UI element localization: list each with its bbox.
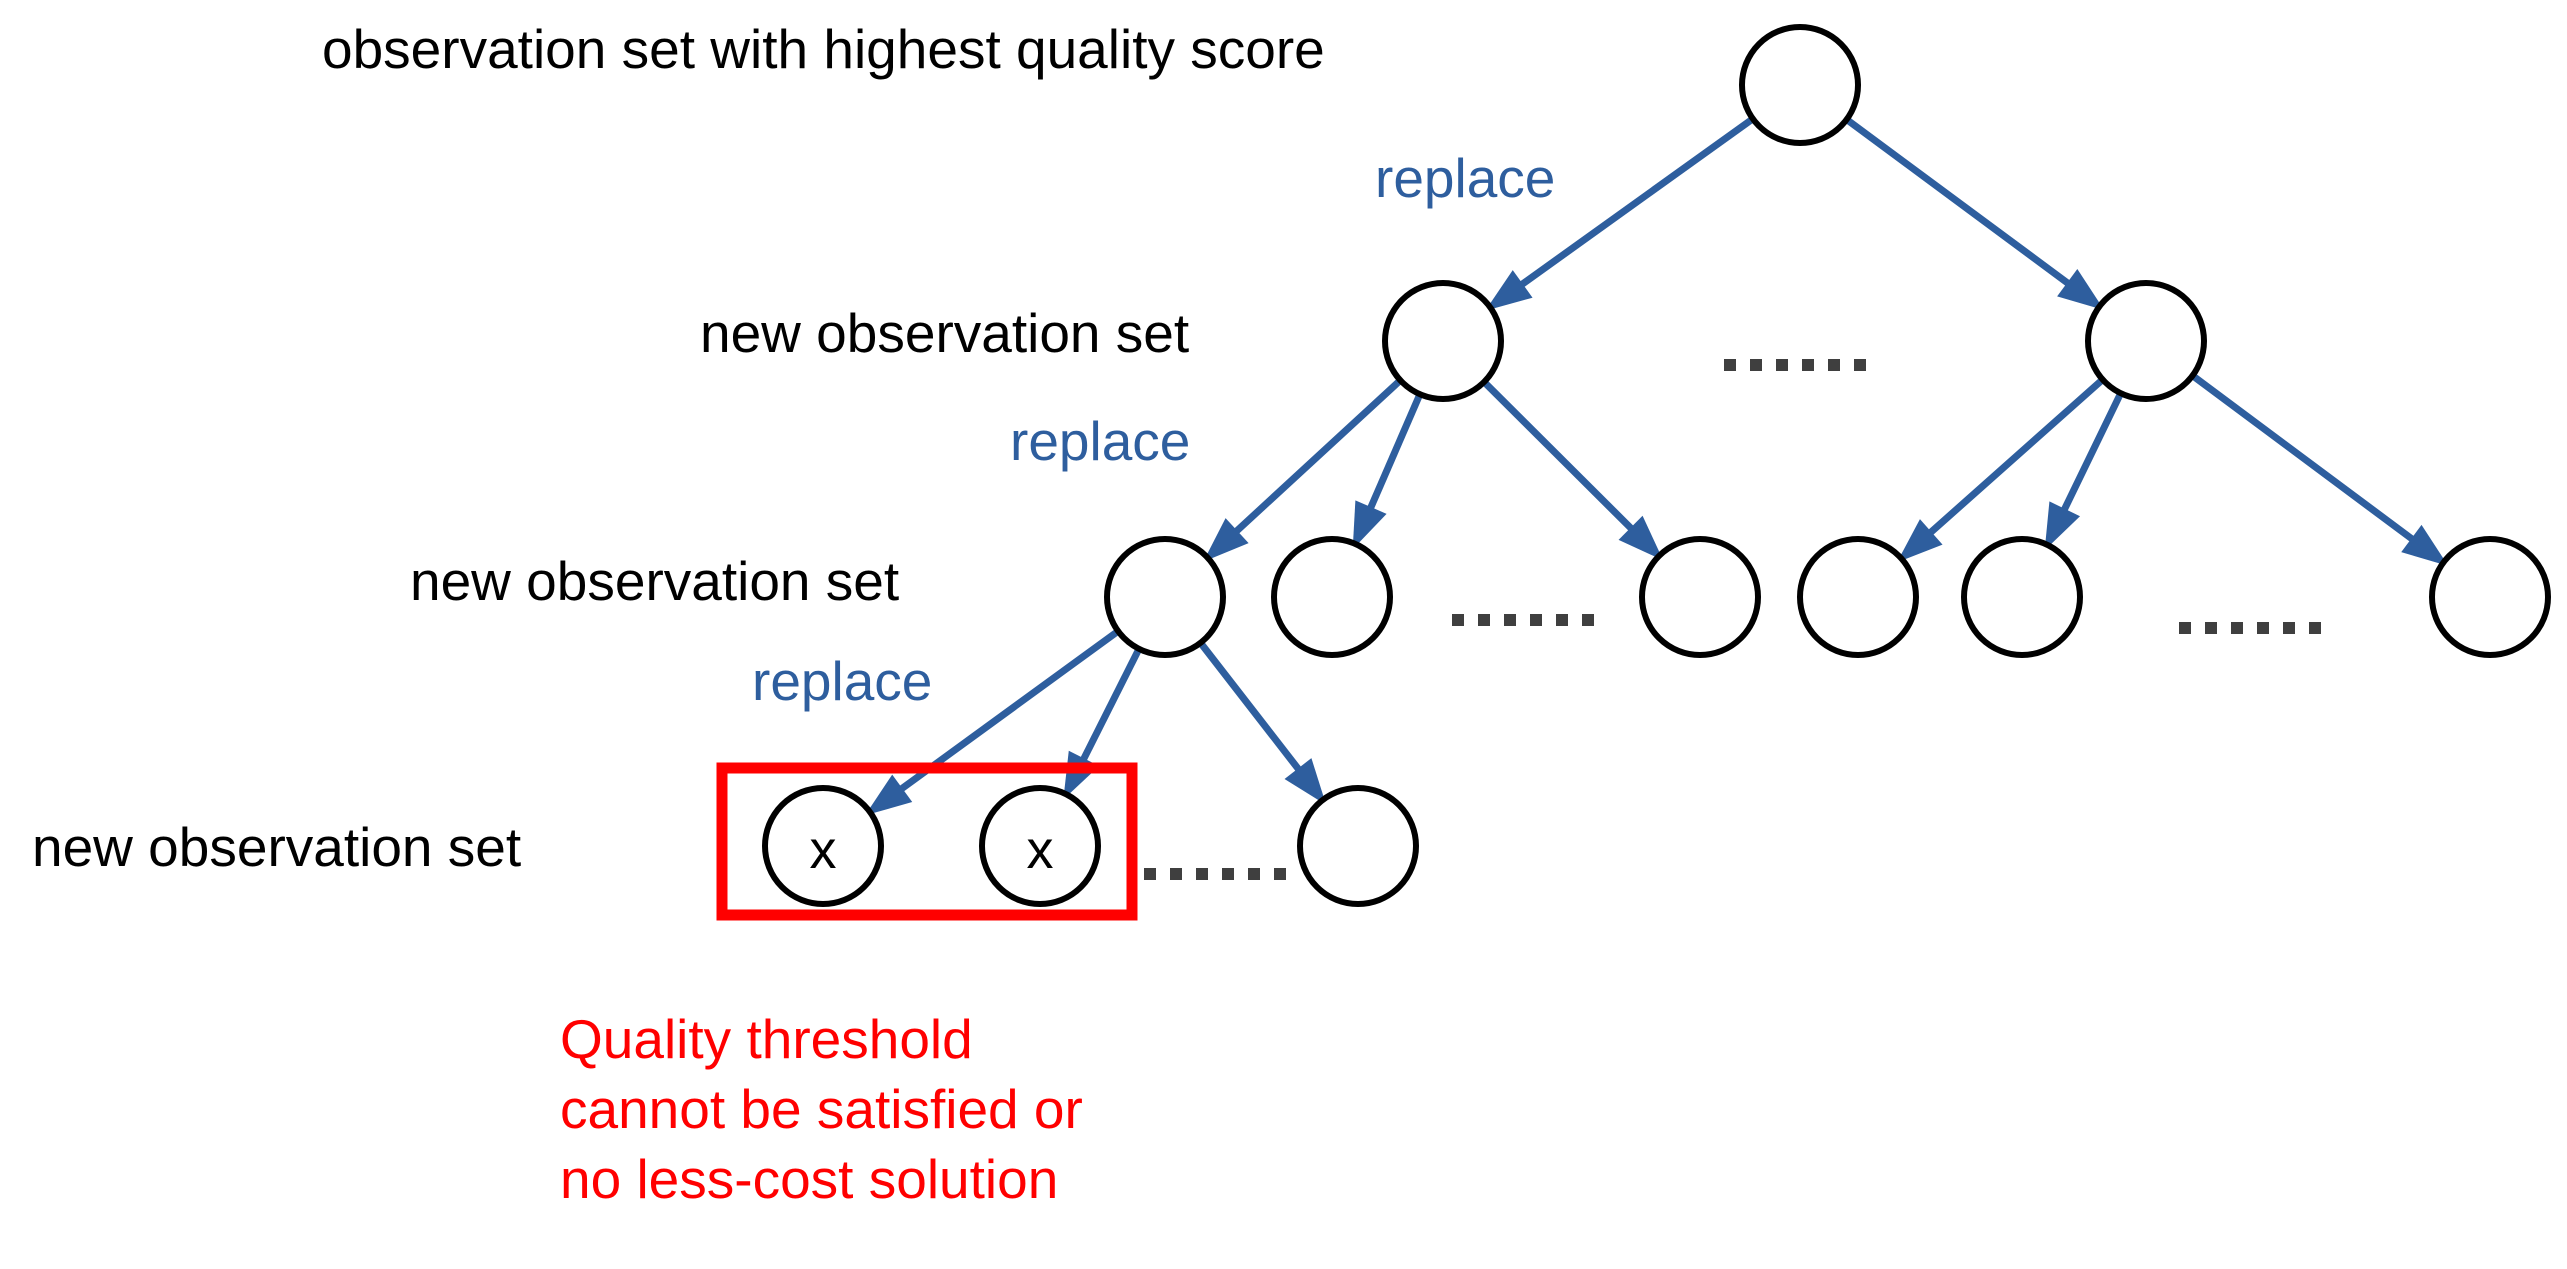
warning-line-2: cannot be satisfied or [560,1078,1083,1140]
ellipsis-dot [2205,622,2217,634]
edge-l2n2-to-l3n5 [2058,388,2126,516]
edge-l3n1-to-l4n3 [1195,637,1305,776]
ellipsis-dot [2179,622,2191,634]
edge-l2n1-to-l3n2 [1365,389,1425,514]
arrowhead-l2n2-to-l3n5 [2044,501,2081,551]
node-x-mark-l4n2: x [1027,820,1054,880]
node-l2n1[interactable] [1382,280,1504,402]
node-circle-l4n2 [979,785,1101,907]
ellipsis-dot [1452,614,1464,626]
node-l2n2[interactable] [2085,280,2207,402]
edge-l3n1-to-l4n2 [1078,643,1144,766]
edge-root-to-l2n2 [1841,114,2075,290]
node-l3n1[interactable] [1104,536,1226,658]
arrowhead-l2n1-to-l3n3 [1618,515,1664,561]
label-level4: new observation set [32,816,521,878]
ellipsis-dot [1170,868,1182,880]
node-circle-l3n1 [1104,536,1226,658]
node-circle-l3n3 [1639,536,1761,658]
node-l4n3[interactable] [1297,785,1419,907]
ellipsis-dot [1274,868,1286,880]
edge-l2n1-to-l3n3 [1478,376,1638,535]
warning-line-1: Quality threshold [560,1008,973,1070]
node-circle-l3n2 [1271,536,1393,658]
ellipsis-dot [1144,868,1156,880]
ellipsis-dot [1582,614,1594,626]
ellipsis-dot [1854,359,1866,371]
ellipsis-dot [1504,614,1516,626]
label-replace-3: replace [752,650,932,712]
ellipsis-dot [1478,614,1490,626]
arrowhead-root-to-l2n1 [1485,270,1533,311]
node-circle-l4n3 [1297,785,1419,907]
node-circle-l3n4 [1797,536,1919,658]
edge-l2n2-to-l3n4 [1924,374,2108,539]
arrowhead-l2n1-to-l3n1 [1203,518,1249,562]
ellipsis-dot [2231,622,2243,634]
failure-highlight-box [716,762,1138,921]
ellipsis-dot [1750,359,1762,371]
node-circle-l3n5 [1961,536,2083,658]
arrowhead-l2n2-to-l3n6 [2401,524,2449,566]
edge-l2n1-to-l3n1 [1230,375,1406,538]
arrowhead-root-to-l2n2 [2057,269,2105,311]
ellipsis-dot [1556,614,1568,626]
label-level1: observation set with highest quality sco… [322,18,1325,80]
label-level2: new observation set [700,302,1189,364]
edges-layer [865,113,2449,816]
label-replace-1: replace [1375,147,1555,209]
ellipsis-dot [2283,622,2295,634]
ell-level3a [1452,614,1594,626]
node-l4n1[interactable]: x [762,785,884,907]
node-l3n3[interactable] [1639,536,1761,658]
edge-l2n2-to-l3n6 [2187,370,2419,545]
ellipsis-dot [1222,868,1234,880]
node-circle-l2n2 [2085,280,2207,402]
node-x-mark-l4n1: x [810,820,837,880]
node-circle-l2n1 [1382,280,1504,402]
ellipsis-dot [1724,359,1736,371]
ellipsis-dot [1776,359,1788,371]
label-level3: new observation set [410,550,899,612]
node-circle-l3n6 [2429,536,2551,658]
arrowhead-l3n1-to-l4n1 [865,774,913,816]
ellipsis-dot [1802,359,1814,371]
node-l4n2[interactable]: x [979,785,1101,907]
label-replace-2: replace [1010,410,1190,472]
node-root[interactable] [1739,24,1861,146]
node-l3n4[interactable] [1797,536,1919,658]
edge-root-to-l2n1 [1515,113,1759,291]
node-circle-l4n1 [762,785,884,907]
ellipsis-dot [2309,622,2321,634]
ell-level2 [1724,359,1866,371]
ellipsis-dot [1248,868,1260,880]
ellipsis-dot [2257,622,2269,634]
ell-level3b [2179,622,2321,634]
node-l3n6[interactable] [2429,536,2551,658]
arrowhead-l2n1-to-l3n2 [1352,500,1387,550]
ellipsis-dot [1828,359,1840,371]
node-l3n2[interactable] [1271,536,1393,658]
ell-level4 [1144,868,1286,880]
ellipsis-dot [1196,868,1208,880]
node-circle-root [1739,24,1861,146]
arrowhead-l2n2-to-l3n4 [1896,519,1943,563]
warning-line-3: no less-cost solution [560,1148,1058,1210]
ellipsis-dot [1530,614,1542,626]
arrowhead-l3n1-to-l4n3 [1284,758,1327,805]
ellipsis-layer [1144,359,2321,880]
node-l3n5[interactable] [1961,536,2083,658]
